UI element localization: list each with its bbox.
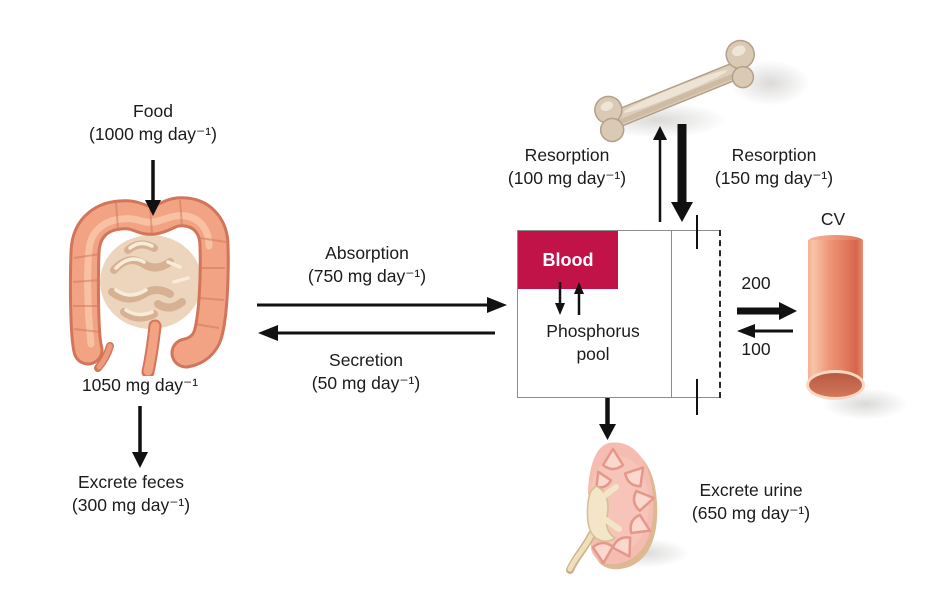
food-label: Food (1000 mg day⁻¹) (89, 100, 217, 146)
absorption-label: Absorption (750 mg day⁻¹) (308, 242, 426, 288)
cv-out-label: 100 (741, 339, 771, 359)
excrete-feces-line2: (300 mg day⁻¹) (71, 495, 191, 516)
cv-in-arrow (737, 302, 797, 320)
vessel-mouth (806, 370, 865, 400)
bone-resorption-out-line1: Resorption (731, 145, 817, 165)
absorption-line1: Absorption (325, 243, 409, 263)
feces-arrow (132, 406, 148, 468)
phosphorus-pool-line1: Phosphorus (546, 321, 640, 341)
bone-resorption-in-arrow (653, 126, 667, 222)
excrete-feces-line1: Excrete feces (77, 472, 185, 492)
compartment-bottom-line (671, 396, 720, 398)
bone-icon (594, 39, 755, 143)
top-tick-mark (696, 215, 698, 249)
phosphorus-pool-label: Phosphorus pool (546, 320, 639, 366)
bottom-tick-mark (696, 379, 698, 415)
bone-resorption-out-line2: (150 mg day⁻¹) (714, 168, 834, 189)
food-arrow (145, 160, 161, 216)
excrete-urine-line2: (650 mg day⁻¹) (691, 503, 811, 524)
secretion-line2: (50 mg day⁻¹) (311, 373, 421, 394)
kidney-icon (566, 442, 658, 574)
excrete-feces-label: Excrete feces (300 mg day⁻¹) (72, 471, 190, 517)
secretion-arrow (258, 325, 495, 341)
secretion-label: Secretion (50 mg day⁻¹) (312, 349, 420, 395)
bone-resorption-out-label: Resorption (150 mg day⁻¹) (715, 144, 833, 190)
cv-boundary-dashed-line (719, 230, 721, 398)
food-label-line1: Food (133, 101, 173, 121)
vessel-body (808, 240, 863, 385)
fecal-flow-label: 1050 mg day⁻¹ (81, 375, 199, 395)
cv-label: CV (820, 209, 846, 229)
secretion-line1: Secretion (329, 350, 403, 370)
excrete-urine-line1: Excrete urine (699, 480, 803, 500)
cv-in-label: 200 (741, 273, 771, 293)
intestine-icon (68, 196, 230, 376)
urine-arrow (599, 398, 616, 440)
absorption-arrow (257, 297, 507, 313)
phosphorus-pool-line2: pool (576, 344, 610, 365)
excrete-urine-label: Excrete urine (650 mg day⁻¹) (692, 479, 810, 525)
food-label-line2: (1000 mg day⁻¹) (89, 124, 217, 145)
bone-resorption-in-line2: (100 mg day⁻¹) (507, 168, 627, 189)
bone-resorption-out-arrow (671, 124, 693, 222)
compartment-top-line (671, 230, 720, 231)
blood-label: Blood (542, 249, 594, 270)
pool-to-blood-arrow (574, 282, 584, 315)
blood-box: Blood (518, 231, 618, 289)
cv-out-arrow (737, 324, 793, 338)
absorption-line2: (750 mg day⁻¹) (307, 266, 427, 287)
blood-to-pool-arrow (555, 282, 565, 315)
bone-resorption-in-line1: Resorption (524, 145, 610, 165)
bone-resorption-in-label: Resorption (100 mg day⁻¹) (508, 144, 626, 190)
